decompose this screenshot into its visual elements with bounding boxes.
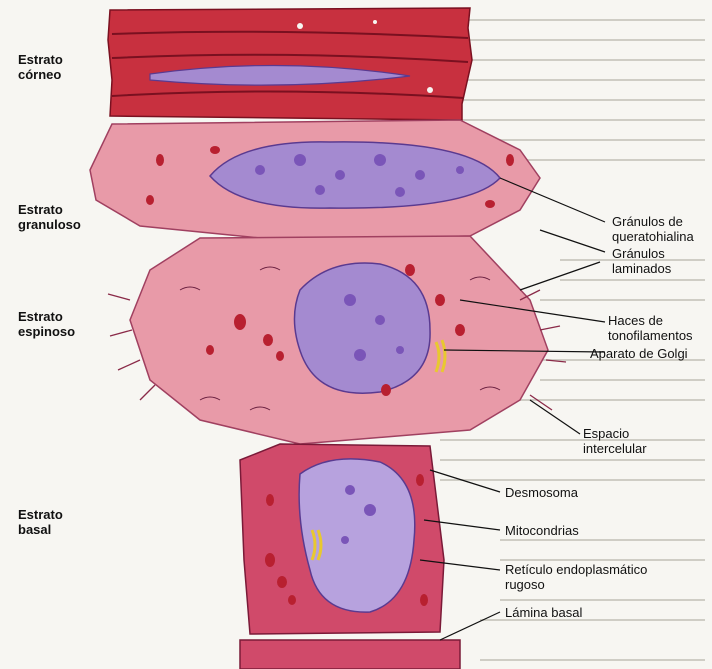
callout-reticulo: Retículo endoplasmático rugoso [505, 562, 647, 592]
layer-label-basal: Estrato basal [18, 507, 63, 537]
spinosum-nucleus [294, 263, 430, 393]
layer-label-granuloso: Estrato granuloso [18, 202, 81, 232]
layer-label-espinoso: Estrato espinoso [18, 309, 75, 339]
callout-lamina: Lámina basal [505, 605, 582, 620]
callout-mitocondrias: Mitocondrias [505, 523, 579, 538]
callout-desmosoma: Desmosoma [505, 485, 578, 500]
stratum-basale [240, 444, 444, 634]
layer-label-corneo: Estrato córneo [18, 52, 63, 82]
stratum-corneum [108, 8, 472, 120]
callout-intercelular: Espacio intercelular [583, 426, 647, 456]
callout-golgi: Aparato de Golgi [590, 346, 688, 361]
stratum-spinosum [108, 236, 566, 444]
callout-queratohialina: Gránulos de queratohialina [612, 214, 694, 244]
stratum-granulosum [90, 120, 540, 240]
callout-laminados: Gránulos laminados [612, 246, 671, 276]
callout-tonofilamentos: Haces de tonofilamentos [608, 313, 693, 343]
basal-lamina [240, 640, 460, 669]
